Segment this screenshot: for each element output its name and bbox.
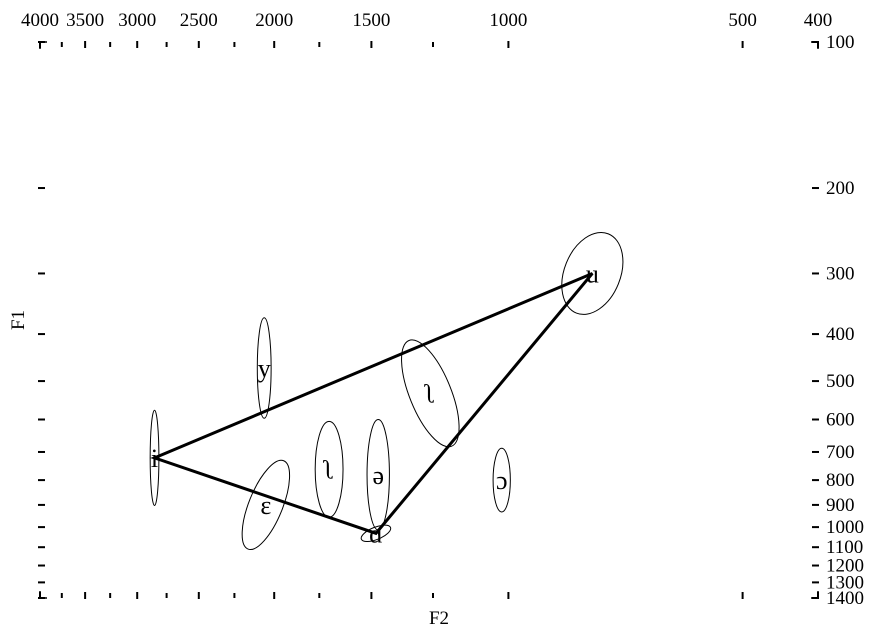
y-tick-label: 100: [826, 32, 855, 53]
vowel-label: ʅ: [424, 379, 436, 408]
f2-axis: 4000 3500 3000 2500 2000 1500 1000 500 400: [21, 10, 832, 599]
frame-corner-top-right: [811, 41, 819, 49]
vowel-label: ɑ: [369, 519, 383, 548]
f1-axis: 1002003004005006007008009001000110012001…: [38, 32, 864, 609]
y-tick-label: 400: [826, 324, 855, 345]
vowel-label: ʅ: [322, 455, 334, 484]
vowel-ellipse: [360, 524, 392, 543]
x-tick-label: 2500: [180, 10, 218, 31]
y-tick-label: 1300: [826, 572, 864, 593]
y-tick-label: 1200: [826, 556, 864, 577]
y-axis-title: F1: [8, 310, 29, 330]
y-tick-label: 600: [826, 409, 855, 430]
y-tick-label: 1000: [826, 517, 864, 538]
vowel-triangle-outline: [150, 272, 594, 536]
x-tick-label: 4000: [21, 10, 59, 31]
x-tick-label: 3000: [118, 10, 156, 31]
vowel-ellipses: [149, 231, 624, 551]
x-axis-title: F2: [429, 608, 449, 628]
vowel-label: ɛ: [260, 491, 271, 520]
x-tick-label: 500: [728, 10, 757, 31]
vowel-label: ɔ: [496, 466, 508, 495]
vowel-ellipse: [241, 459, 291, 551]
y-tick-label: 800: [826, 470, 855, 491]
vowel-label: ə: [372, 461, 384, 490]
x-tick-label: 3500: [66, 10, 104, 31]
x-tick-label: 1000: [489, 10, 527, 31]
y-tick-label: 200: [826, 178, 855, 199]
vowel-ellipse: [401, 339, 460, 448]
vowel-label: i: [151, 444, 158, 473]
vowel-ellipse: [256, 317, 272, 419]
vowel-labels: i u ɑ y ɛ ʅ ə ʅ ɔ: [151, 259, 599, 548]
chart-frame: [39, 41, 819, 599]
y-tick-label: 1100: [826, 537, 863, 558]
vowel-label: y: [258, 354, 271, 383]
vowel-ellipse: [492, 447, 511, 513]
y-tick-label: 500: [826, 371, 855, 392]
y-tick-label: 300: [826, 263, 855, 284]
y-tick-label: 900: [826, 495, 855, 516]
x-tick-label: 1500: [352, 10, 390, 31]
frame-corner-top-left: [39, 41, 47, 49]
vowel-triangle: [150, 272, 594, 536]
y-tick-label: 1400: [826, 588, 864, 609]
frame-corner-bottom-left: [39, 591, 47, 599]
vowel-ellipse: [561, 231, 624, 315]
x-tick-label: 2000: [255, 10, 293, 31]
vowel-label: u: [586, 259, 599, 288]
y-tick-label: 700: [826, 442, 855, 463]
x-tick-label: 400: [804, 10, 833, 31]
frame-corner-bottom-right: [811, 591, 819, 599]
